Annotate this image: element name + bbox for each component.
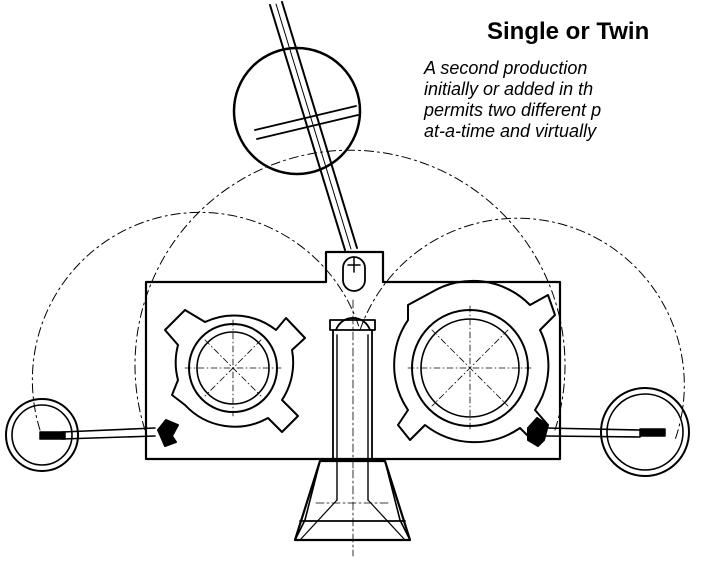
- arm-edge-1: [269, 4, 346, 251]
- section-heading: Single or Twin: [487, 18, 650, 45]
- description-line-3: permits two different p: [424, 100, 602, 120]
- right-reel-outer: [600, 387, 690, 477]
- bottom-hopper: [293, 459, 412, 542]
- right-reel-arm-2: [544, 435, 641, 438]
- large-swing-arc: [134, 149, 566, 431]
- description-line-2: initially or added in th: [424, 79, 594, 99]
- left-reel-outer: [5, 398, 79, 472]
- left-reel-arm-1: [61, 427, 156, 433]
- left-reel-clip: [157, 419, 179, 447]
- right-reel-clip: [527, 417, 549, 447]
- base-plate: [144, 250, 562, 461]
- description-line-1: A second production: [424, 58, 588, 78]
- right-reel-arm-1: [544, 427, 641, 431]
- description-text: A second production initially or added i…: [424, 58, 714, 142]
- right-clamp-body: [393, 279, 556, 444]
- description-line-4: at-a-time and virtually: [424, 121, 597, 141]
- top-head-circle: [232, 46, 362, 176]
- left-reel-arm-2: [61, 435, 156, 440]
- left-clamp-body: [164, 309, 306, 433]
- arm-centerline: [275, 3, 352, 250]
- left-reel-inner: [11, 404, 73, 466]
- right-reel-inner: [606, 393, 684, 471]
- right-swing-arc: [359, 217, 685, 441]
- left-swing-arc: [31, 211, 361, 431]
- arm-edge-2: [281, 1, 358, 249]
- pivot-slot: [342, 256, 366, 292]
